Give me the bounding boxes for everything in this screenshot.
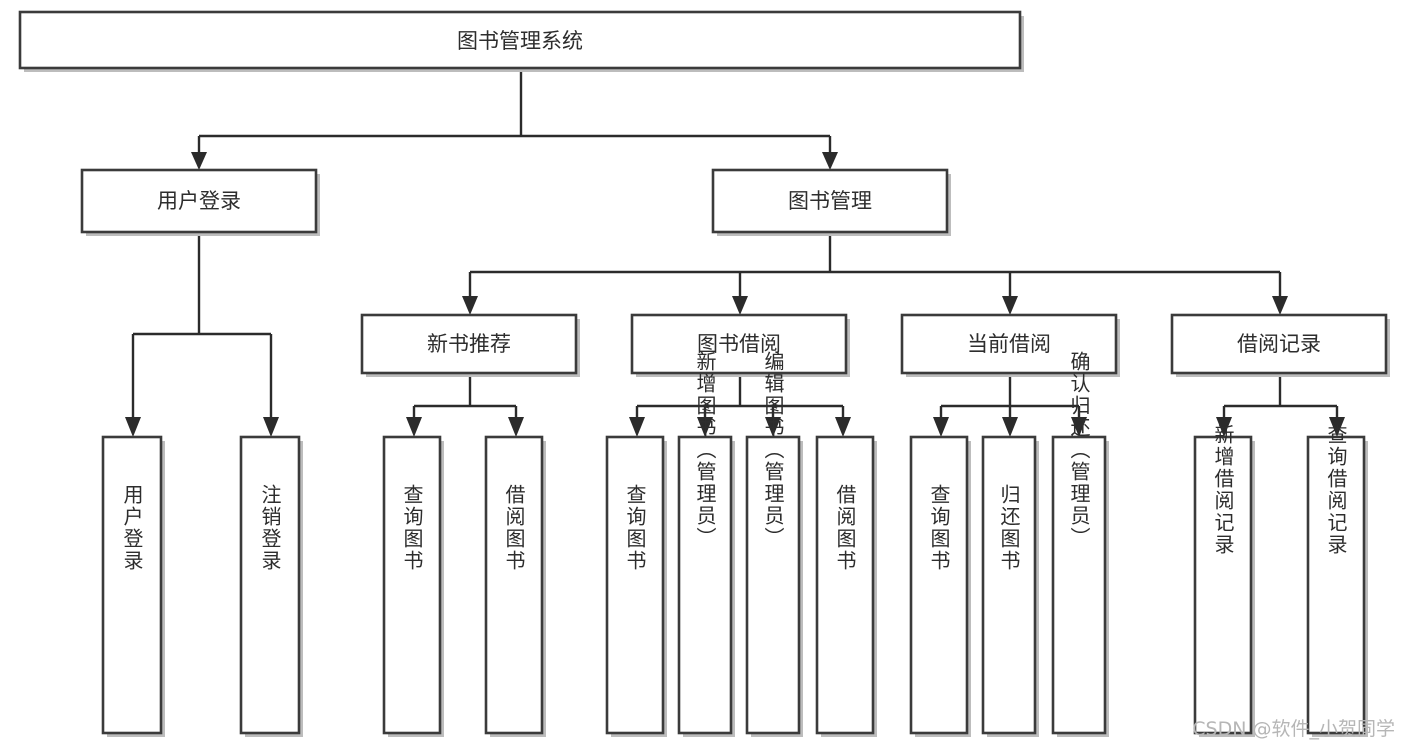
arrow-head-book-borrow [732, 296, 748, 315]
node-leaf-user-logout-box [239, 435, 301, 735]
node-leaf-add-record-label: 新增借阅记录 [1211, 424, 1235, 556]
node-root-label: 图书管理系统 [457, 29, 583, 53]
node-leaf-add-book[interactable]: 新增图书（管理员） [677, 351, 735, 737]
node-leaf-edit-book-box [745, 435, 801, 735]
node-leaf-edit-book[interactable]: 编辑图书（管理员） [745, 351, 803, 737]
arrow-head-borrow-record [1272, 296, 1288, 315]
node-leaf-query-record-box [1306, 435, 1366, 735]
node-leaf-borrow-book-1[interactable]: 借阅图书 [484, 435, 546, 737]
node-leaf-user-login-label: 用户登录 [120, 484, 144, 572]
node-leaf-confirm-return[interactable]: 确认归还（管理员） [1051, 351, 1109, 737]
node-leaf-query-record[interactable]: 查询借阅记录 [1306, 424, 1368, 737]
arrow-head-book-manage [822, 152, 838, 170]
arrow-head-leaf-borrow-book-2 [835, 417, 851, 437]
node-leaf-add-book-label: 新增图书（管理员） [693, 351, 717, 549]
arrow-head-leaf-add-record [1216, 417, 1232, 437]
node-leaf-query-book-3-label: 查询图书 [927, 484, 951, 572]
arrow-head-leaf-query-book-3 [933, 417, 949, 437]
node-leaf-return-book-label: 归还图书 [997, 484, 1021, 572]
connector-layer [125, 71, 1345, 437]
node-new-book-recommend-label: 新书推荐 [427, 332, 511, 356]
node-leaf-user-logout[interactable]: 注销登录 [239, 435, 303, 737]
node-current-borrow-label: 当前借阅 [967, 332, 1051, 356]
node-book-borrow-box [630, 313, 848, 375]
arrow-head-leaf-edit-book [765, 417, 781, 437]
node-new-book-recommend-box [360, 313, 578, 375]
arrow-head-leaf-query-book-1 [406, 417, 422, 437]
node-book-manage-label: 图书管理 [788, 189, 872, 213]
node-borrow-record[interactable]: 借阅记录 [1170, 313, 1390, 377]
node-new-book-recommend[interactable]: 新书推荐 [360, 313, 580, 377]
node-book-manage-box [711, 168, 949, 234]
node-leaf-query-book-3[interactable]: 查询图书 [909, 435, 971, 737]
arrow-head-leaf-borrow-book-1 [508, 417, 524, 437]
node-current-borrow[interactable]: 当前借阅 [900, 313, 1120, 377]
node-leaf-borrow-book-1-box [484, 435, 544, 735]
node-book-borrow-label: 图书借阅 [697, 332, 781, 356]
arrow-head-leaf-user-login [125, 417, 141, 437]
node-leaf-add-record-box [1193, 435, 1253, 735]
node-leaf-query-book-2[interactable]: 查询图书 [605, 435, 667, 737]
node-leaf-edit-book-label: 编辑图书（管理员） [761, 351, 785, 549]
node-leaf-borrow-book-2-label: 借阅图书 [833, 484, 857, 572]
arrow-head-leaf-query-book-2 [629, 417, 645, 437]
node-leaf-confirm-return-label: 确认归还（管理员） [1067, 351, 1091, 549]
node-book-borrow[interactable]: 图书借阅 [630, 313, 850, 377]
node-leaf-user-login-box [101, 435, 163, 735]
node-leaf-query-book-1-label: 查询图书 [400, 484, 424, 572]
node-leaf-query-book-2-label: 查询图书 [623, 484, 647, 572]
node-leaf-confirm-return-box [1051, 435, 1107, 735]
node-borrow-record-label: 借阅记录 [1237, 332, 1321, 356]
node-current-borrow-box [900, 313, 1118, 375]
arrow-head-user-login [191, 152, 207, 170]
node-leaf-query-book-1-box [382, 435, 442, 735]
node-user-login-label: 用户登录 [157, 189, 241, 213]
node-leaf-user-login[interactable]: 用户登录 [101, 435, 165, 737]
node-root[interactable]: 图书管理系统 [18, 10, 1024, 72]
node-leaf-borrow-book-2-box [815, 435, 875, 735]
node-leaf-query-book-1[interactable]: 查询图书 [382, 435, 444, 737]
arrow-head-leaf-return-book [1002, 417, 1018, 437]
node-borrow-record-box [1170, 313, 1388, 375]
node-user-login-box [80, 168, 318, 234]
arrow-head-leaf-confirm-return [1071, 417, 1087, 437]
node-book-manage[interactable]: 图书管理 [711, 168, 951, 236]
node-leaf-query-record-label: 查询借阅记录 [1324, 424, 1348, 556]
node-leaf-user-logout-label: 注销登录 [258, 484, 282, 572]
arrow-head-leaf-add-book [697, 417, 713, 437]
node-root-box [18, 10, 1022, 70]
node-leaf-borrow-book-1-label: 借阅图书 [502, 484, 526, 572]
node-leaf-query-book-3-box [909, 435, 969, 735]
node-leaf-return-book[interactable]: 归还图书 [981, 435, 1039, 737]
node-user-login[interactable]: 用户登录 [80, 168, 320, 236]
node-leaf-borrow-book-2[interactable]: 借阅图书 [815, 435, 877, 737]
arrow-head-current-borrow [1002, 296, 1018, 315]
node-leaf-add-record[interactable]: 新增借阅记录 [1193, 424, 1255, 737]
arrow-head-leaf-query-record [1329, 417, 1345, 437]
arrow-head-leaf-user-logout [263, 417, 279, 437]
arrow-head-new-book-recommend [462, 296, 478, 315]
node-leaf-return-book-box [981, 435, 1037, 735]
node-leaf-query-book-2-box [605, 435, 665, 735]
node-leaf-add-book-box [677, 435, 733, 735]
